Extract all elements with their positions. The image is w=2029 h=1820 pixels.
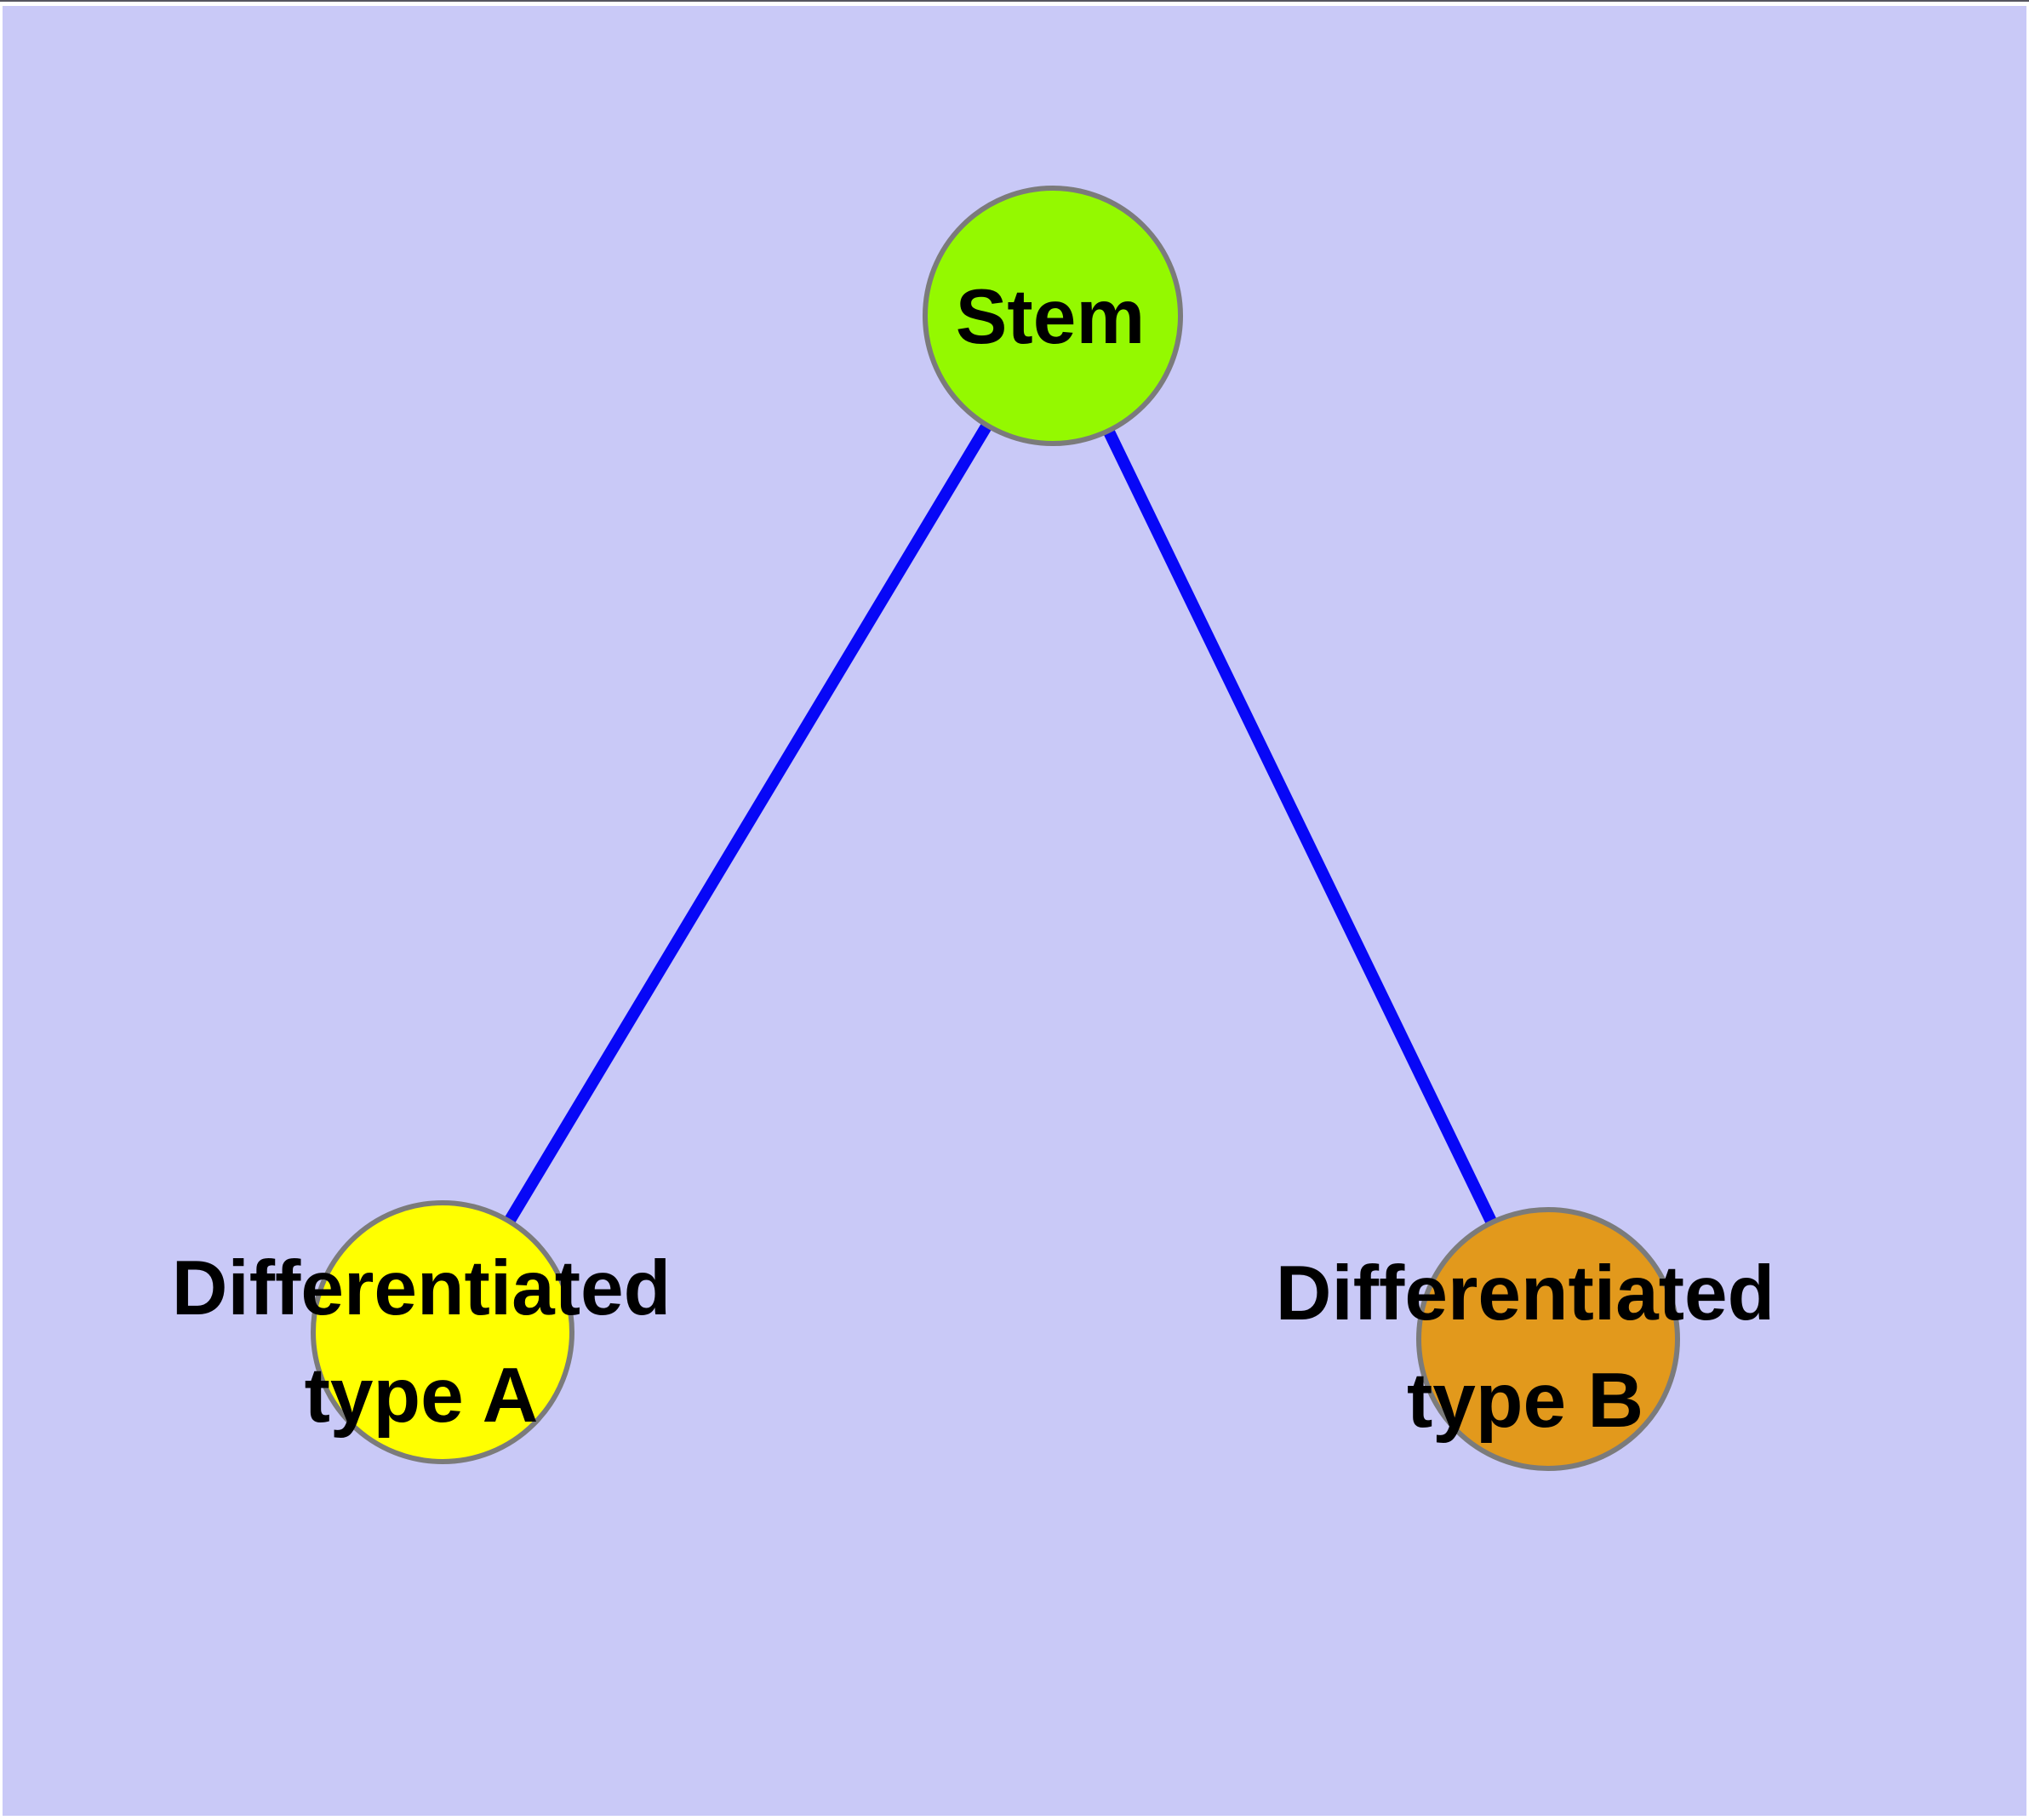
node-stem-label-line1: Stem	[955, 274, 1146, 360]
node-type-a-label-line2: type A	[304, 1353, 539, 1439]
node-differentiated-type-a	[311, 1200, 574, 1464]
node-differentiated-type-b	[1416, 1207, 1680, 1471]
node-type-b-label: Differentiated type B	[1276, 1240, 1775, 1455]
node-stem-label: Stem	[956, 264, 1146, 371]
edge-stem-to-type-b	[1047, 312, 1554, 1342]
node-type-a-label-line1: Differentiated	[171, 1245, 672, 1331]
node-type-a-label: Differentiated type A	[172, 1235, 672, 1450]
edge-stem-to-type-a	[437, 312, 1059, 1336]
node-stem	[923, 186, 1183, 446]
node-type-b-label-line1: Differentiated	[1275, 1251, 1775, 1336]
top-border-line	[0, 0, 2029, 2]
node-type-b-label-line2: type B	[1406, 1358, 1644, 1444]
